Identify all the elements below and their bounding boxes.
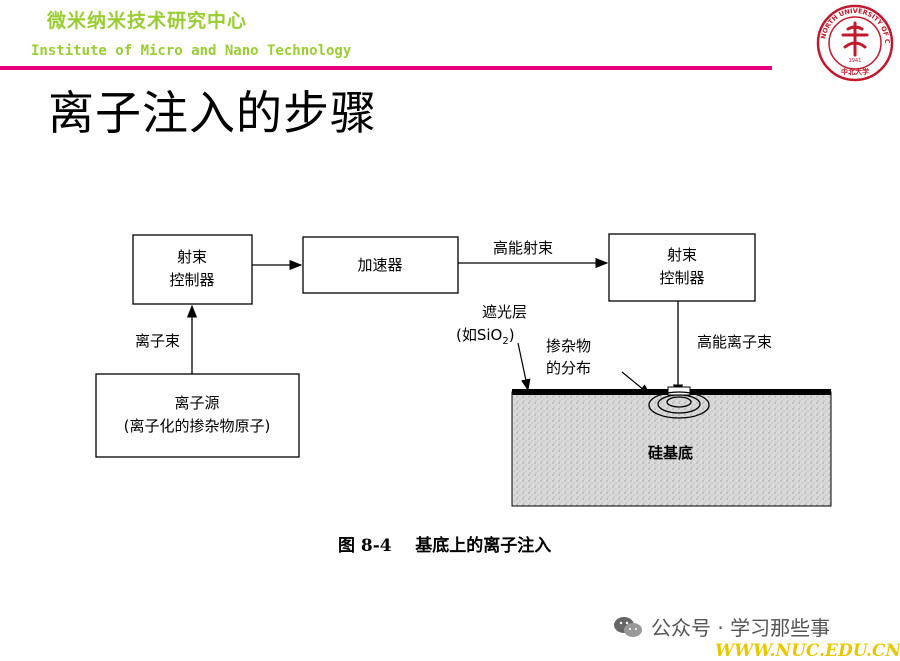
wechat-icon: [614, 616, 642, 637]
high-energy-beam-label: 高能射束: [493, 239, 553, 257]
beam-controller-right-box: [608, 233, 756, 302]
dopant-contour-middle: [657, 394, 701, 414]
mask-layer-label-1: 遮光层: [482, 303, 527, 321]
high-energy-ion-beam-label: 高能离子束: [697, 333, 772, 351]
dopant-contour-outer: [648, 391, 710, 419]
accelerator-label: 加速器: [357, 256, 402, 274]
mask-pointer-line: [517, 342, 531, 392]
university-seal-icon: NORTH UNIVERSITY OF CHINA 1941 中北大学: [815, 3, 894, 82]
figure-caption: 图 8-4 基底上的离子注入: [338, 536, 552, 556]
substrate-label: 硅基底: [648, 444, 693, 462]
beam-controller-right-label-1: 射束: [667, 246, 697, 264]
ion-source-label-2: (离子化的掺杂物原子): [124, 417, 271, 435]
dopant-distribution-label-2: 的分布: [546, 359, 591, 377]
ion-source-box: [95, 373, 300, 458]
logo-year: 1941: [849, 58, 862, 64]
institute-name-en: Institute of Micro and Nano Technology: [31, 43, 352, 59]
mask-opening: [667, 386, 691, 396]
slide-title: 离子注入的步骤: [48, 86, 377, 140]
beam-controller-left-label-2: 控制器: [169, 271, 214, 289]
silicon-substrate: [511, 391, 832, 507]
ion-beam-label: 离子束: [135, 332, 180, 350]
accelerator-box: [302, 236, 459, 294]
watermark: 公众号 · 学习那些事: [613, 612, 830, 641]
logo-motto: 中北大学: [841, 67, 869, 76]
ion-source-label-1: 离子源: [174, 394, 219, 412]
beam-controller-left-box: [132, 234, 253, 305]
watermark-text: 公众号 · 学习那些事: [651, 616, 831, 640]
dopant-contour-inner: [666, 396, 692, 408]
institute-name-cn: 微米纳米技术研究中心: [47, 10, 248, 32]
site-url[interactable]: WWW.NUC.EDU.CN: [715, 641, 900, 661]
dopant-distribution-label-1: 掺杂物: [546, 337, 591, 355]
header-divider: [0, 66, 772, 70]
mask-layer-label-2: (如SiO2): [456, 326, 515, 347]
beam-controller-left-label-1: 射束: [177, 248, 207, 266]
beam-controller-right-label-2: 控制器: [659, 269, 704, 287]
